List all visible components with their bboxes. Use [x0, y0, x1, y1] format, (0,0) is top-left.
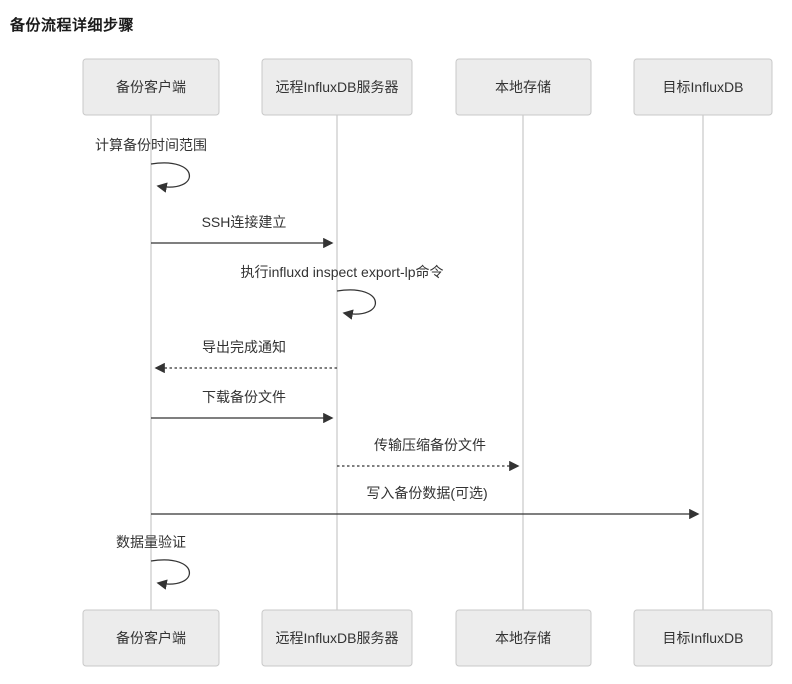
actor-box	[633, 58, 773, 116]
actor-label: 目标InfluxDB	[663, 630, 744, 646]
actor-label: 备份客户端	[116, 630, 186, 646]
diagram-title: 备份流程详细步骤	[10, 17, 135, 34]
message-download-backup-file: 下载备份文件	[151, 389, 334, 424]
message-data-volume-verify: 数据量验证	[116, 534, 191, 590]
actor-label: 目标InfluxDB	[663, 79, 744, 95]
message-label: SSH连接建立	[202, 214, 287, 230]
actors-bottom: 备份客户端 远程InfluxDB服务器 本地存储 目标InfluxDB	[82, 609, 773, 667]
actor-top-backup-client: 备份客户端	[82, 58, 220, 116]
self-loop-arrow	[150, 559, 191, 590]
actor-box	[82, 58, 220, 116]
self-loop-arrow	[336, 289, 377, 320]
message-label: 导出完成通知	[202, 339, 286, 355]
actor-label: 远程InfluxDB服务器	[276, 630, 399, 646]
message-export-done-notice: 导出完成通知	[154, 339, 337, 374]
message-ssh-connect: SSH连接建立	[151, 214, 334, 249]
actor-box	[82, 609, 220, 667]
message-run-export-command: 执行influxd inspect export-lp命令	[240, 264, 444, 320]
lifelines	[150, 115, 704, 610]
actor-label: 本地存储	[495, 79, 551, 95]
actor-box	[261, 609, 413, 667]
message-label: 下载备份文件	[202, 389, 286, 405]
actor-box	[455, 609, 592, 667]
self-loop-arrow	[150, 162, 191, 193]
actor-label: 备份客户端	[116, 79, 186, 95]
message-label: 执行influxd inspect export-lp命令	[240, 264, 443, 280]
actor-bottom-local-storage: 本地存储	[455, 609, 592, 667]
actors-top: 备份客户端 远程InfluxDB服务器 本地存储 目标InfluxDB	[82, 58, 773, 116]
message-calc-backup-time-range: 计算备份时间范围	[95, 137, 207, 193]
actor-label: 远程InfluxDB服务器	[276, 79, 399, 95]
actor-box	[633, 609, 773, 667]
actor-bottom-target-influxdb: 目标InfluxDB	[633, 609, 773, 667]
actor-box	[455, 58, 592, 116]
message-label: 写入备份数据(可选)	[366, 485, 487, 501]
actor-bottom-backup-client: 备份客户端	[82, 609, 220, 667]
actor-label: 本地存储	[495, 630, 551, 646]
actor-box	[261, 58, 413, 116]
message-label: 计算备份时间范围	[95, 137, 207, 153]
message-label: 传输压缩备份文件	[374, 437, 486, 453]
actor-top-target-influxdb: 目标InfluxDB	[633, 58, 773, 116]
actor-bottom-remote-influxdb-server: 远程InfluxDB服务器	[261, 609, 413, 667]
actor-top-local-storage: 本地存储	[455, 58, 592, 116]
message-label: 数据量验证	[116, 534, 186, 550]
message-transfer-compressed-file: 传输压缩备份文件	[337, 437, 520, 472]
message-write-backup-data: 写入备份数据(可选)	[151, 485, 700, 520]
actor-top-remote-influxdb-server: 远程InfluxDB服务器	[261, 58, 413, 116]
